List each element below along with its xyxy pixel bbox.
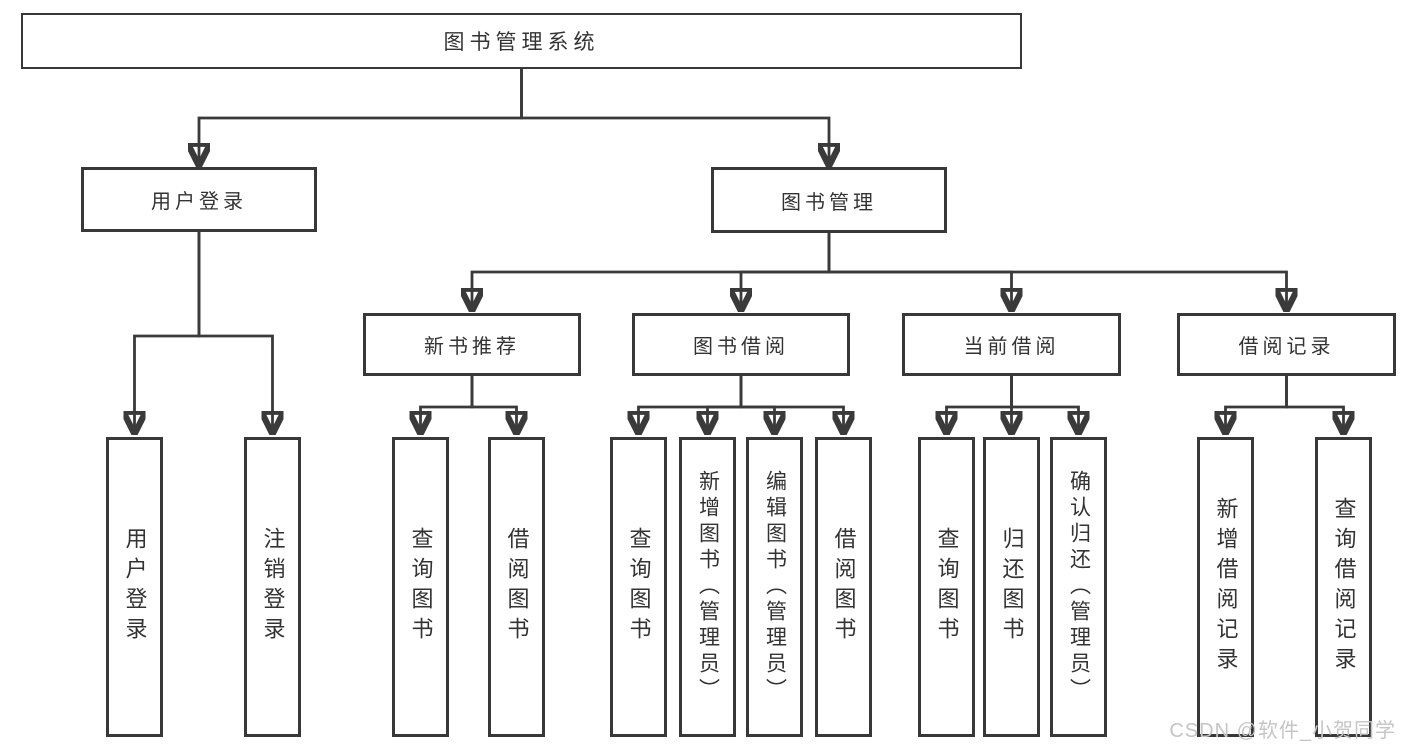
leaf-logout: 注销登录	[244, 437, 301, 737]
leaf-query-books-borrowing: 查询图书	[610, 437, 667, 737]
edge-borrowing-to-add-books	[708, 376, 743, 433]
edge-user-login-to-logout	[197, 232, 273, 433]
edge-user-login-to-login	[135, 232, 201, 433]
edge-borrowing-to-borrow-books	[739, 376, 844, 433]
edge-mgmt-to-book-borrowing	[741, 233, 831, 310]
edge-current-to-query-books	[947, 376, 1013, 433]
node-current-borrowing: 当前借阅	[902, 313, 1121, 376]
node-new-book-recommendation: 新书推荐	[363, 313, 581, 376]
edge-borrowing-to-edit-books	[739, 376, 775, 433]
leaf-query-borrow-record: 查询借阅记录	[1315, 437, 1372, 737]
edge-records-to-query-record	[1285, 376, 1344, 433]
node-borrowing-records: 借阅记录	[1177, 313, 1396, 376]
node-book-management: 图书管理	[711, 167, 947, 233]
leaf-user-login: 用户登录	[106, 437, 163, 737]
leaf-return-books: 归还图书	[983, 437, 1040, 737]
leaf-confirm-return-admin: 确认归还（管理员）	[1050, 437, 1107, 737]
leaf-borrow-books: 借阅图书	[815, 437, 872, 737]
edge-recommend-to-query-books	[421, 376, 474, 433]
leaf-add-borrow-record: 新增借阅记录	[1197, 437, 1254, 737]
edge-mgmt-to-borrowing-records	[827, 233, 1287, 310]
leaf-query-books-recommend: 查询图书	[392, 437, 449, 737]
leaf-query-books-current: 查询图书	[918, 437, 975, 737]
edge-root-to-user-login	[199, 69, 523, 165]
leaf-add-books-admin: 新增图书（管理员）	[679, 437, 736, 737]
edge-current-to-confirm-return	[1010, 376, 1079, 433]
leaf-borrow-books-recommend: 借阅图书	[488, 437, 545, 737]
node-book-borrowing: 图书借阅	[632, 313, 850, 376]
edge-mgmt-to-new-book-recommendation	[472, 233, 831, 310]
node-user-login: 用户登录	[81, 167, 317, 232]
edge-recommend-to-borrow-books	[470, 376, 517, 433]
edge-records-to-add-record	[1226, 376, 1288, 433]
node-library-system: 图书管理系统	[21, 13, 1022, 69]
leaf-edit-books-admin: 编辑图书（管理员）	[746, 437, 803, 737]
edge-root-to-book-management	[520, 69, 830, 165]
edge-mgmt-to-current-borrowing	[827, 233, 1012, 310]
edge-borrowing-to-query-books	[639, 376, 743, 433]
